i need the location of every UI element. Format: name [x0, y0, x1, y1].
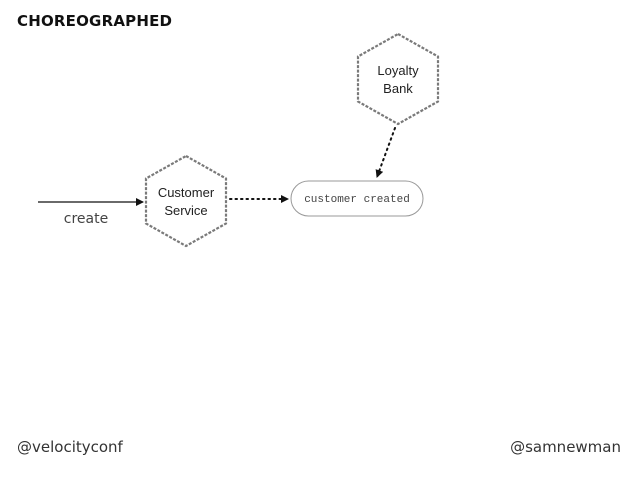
- slide-title: CHOREOGRAPHED: [17, 12, 173, 30]
- create-label: create: [64, 211, 108, 227]
- event-label: customer created: [304, 194, 410, 206]
- loyalty-bank-label-line1: Loyalty: [377, 63, 419, 78]
- customer-service-label-line1: Customer: [158, 185, 215, 200]
- loyalty-bank-label-line2: Bank: [383, 81, 413, 96]
- customer-service-label-line2: Service: [164, 203, 207, 218]
- loyalty-bank-hexagon: [356, 32, 440, 126]
- footer-conference-handle: @velocityconf: [17, 438, 123, 456]
- loyalty-bank-node: Loyalty Bank: [356, 32, 440, 126]
- customer-service-node: Customer Service: [144, 154, 228, 248]
- footer-speaker-handle: @samnewman: [510, 438, 621, 456]
- customer-service-hexagon: [144, 154, 228, 248]
- subscribe-event-arrow: [375, 127, 396, 178]
- customer-created-event: customer created: [290, 180, 424, 217]
- event-pill: [290, 180, 424, 217]
